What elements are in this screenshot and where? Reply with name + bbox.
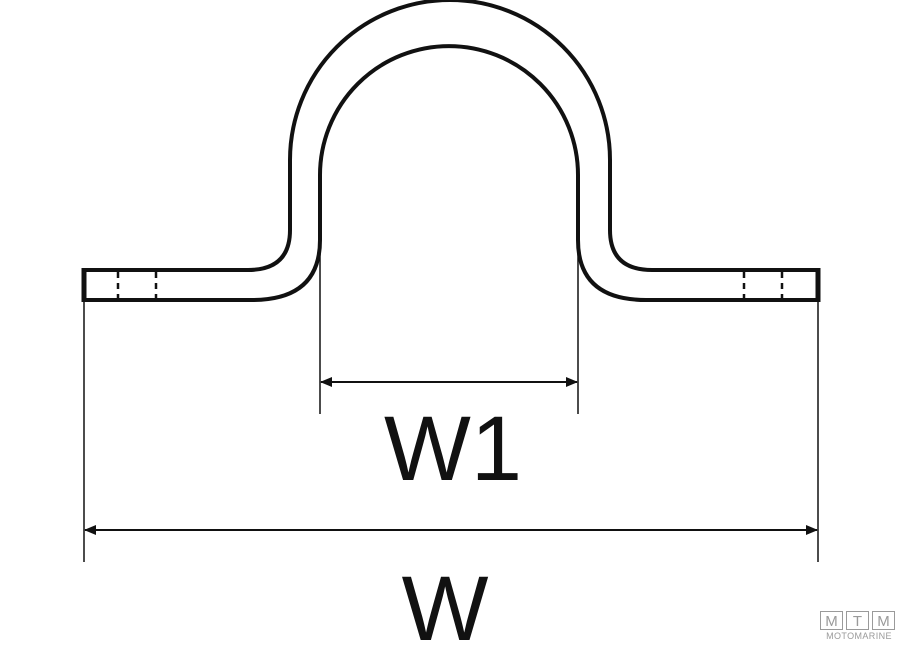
w-label: W <box>402 558 489 648</box>
w1-label: W1 <box>384 398 522 500</box>
watermark-text: MOTOMARINE <box>826 631 892 641</box>
watermark-letter: M <box>820 611 843 630</box>
watermark-letter: M <box>872 611 895 630</box>
right-mounting-hole-hidden-lines <box>742 272 784 300</box>
watermark-letter: T <box>846 611 869 630</box>
clamp-inner-outline <box>84 44 818 302</box>
left-mounting-hole-hidden-lines <box>116 272 158 300</box>
clamp-outer-outline <box>84 0 818 272</box>
motomarine-watermark-logo: M T M MOTOMARINE <box>820 611 898 647</box>
watermark-letter-row: M T M <box>820 611 898 630</box>
